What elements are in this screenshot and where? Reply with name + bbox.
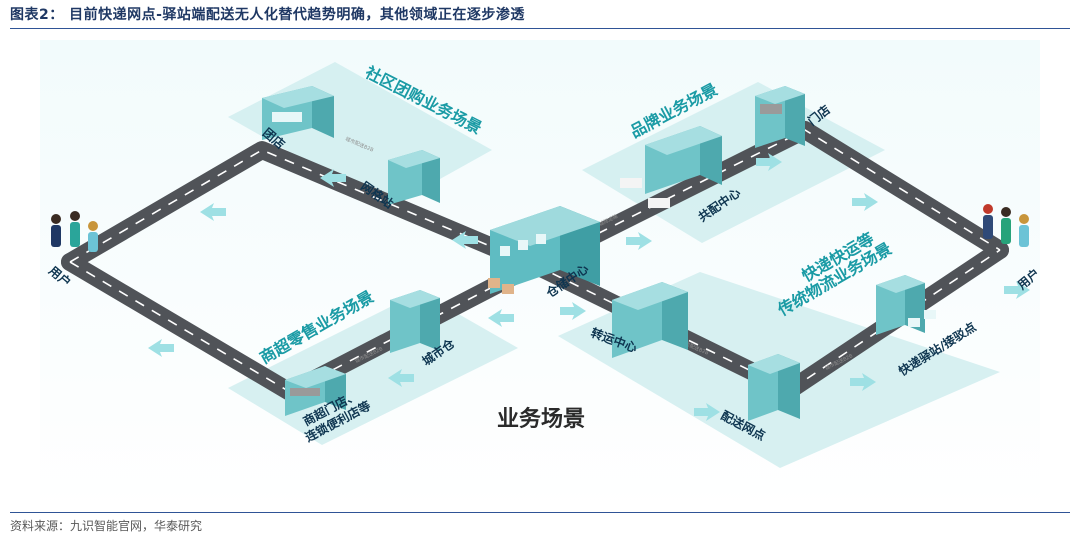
arrow-icon: [626, 232, 652, 250]
arrow-icon: [320, 169, 346, 187]
arrow-icon: [852, 193, 878, 211]
arrow-icon: [488, 309, 514, 327]
center-label: 业务场景: [497, 407, 585, 432]
building-transfer-center: [612, 282, 688, 358]
building-delivery-outlet: [748, 354, 800, 421]
arrow-icon: [756, 153, 782, 171]
person-icon: [70, 211, 80, 247]
user-group-left: [51, 211, 98, 252]
building-express-station: [876, 275, 936, 335]
person-icon: [983, 204, 993, 239]
building-grid-station: [388, 150, 440, 205]
direction-arrows: [148, 153, 1030, 421]
user-group-right: [983, 204, 1029, 247]
building-warehouse-center: [488, 206, 600, 294]
building-store: [755, 86, 805, 148]
title-divider: [10, 28, 1070, 29]
arrow-icon: [452, 231, 478, 249]
arrow-icon: [388, 369, 414, 387]
building-supermarket: [285, 366, 346, 416]
arrow-icon: [560, 302, 586, 320]
building-tuandian: [262, 86, 334, 140]
arrow-icon: [200, 203, 226, 221]
arrow-icon: [694, 403, 720, 421]
source-note: 资料来源：九识智能官网，华泰研究: [10, 519, 203, 533]
arrow-icon: [850, 373, 876, 391]
person-icon: [1019, 214, 1029, 247]
building-distribution-center: [620, 126, 722, 208]
arrow-icon: [1004, 281, 1030, 299]
person-icon: [88, 221, 98, 252]
person-icon: [51, 214, 61, 247]
building-city-warehouse: [390, 290, 440, 353]
figure-title: 图表2： 目前快递网点-驿站端配送无人化替代趋势明确，其他领域正在逐步渗透: [10, 7, 525, 23]
arrow-icon: [148, 339, 174, 357]
source-divider: [10, 512, 1070, 513]
person-icon: [1001, 207, 1011, 244]
